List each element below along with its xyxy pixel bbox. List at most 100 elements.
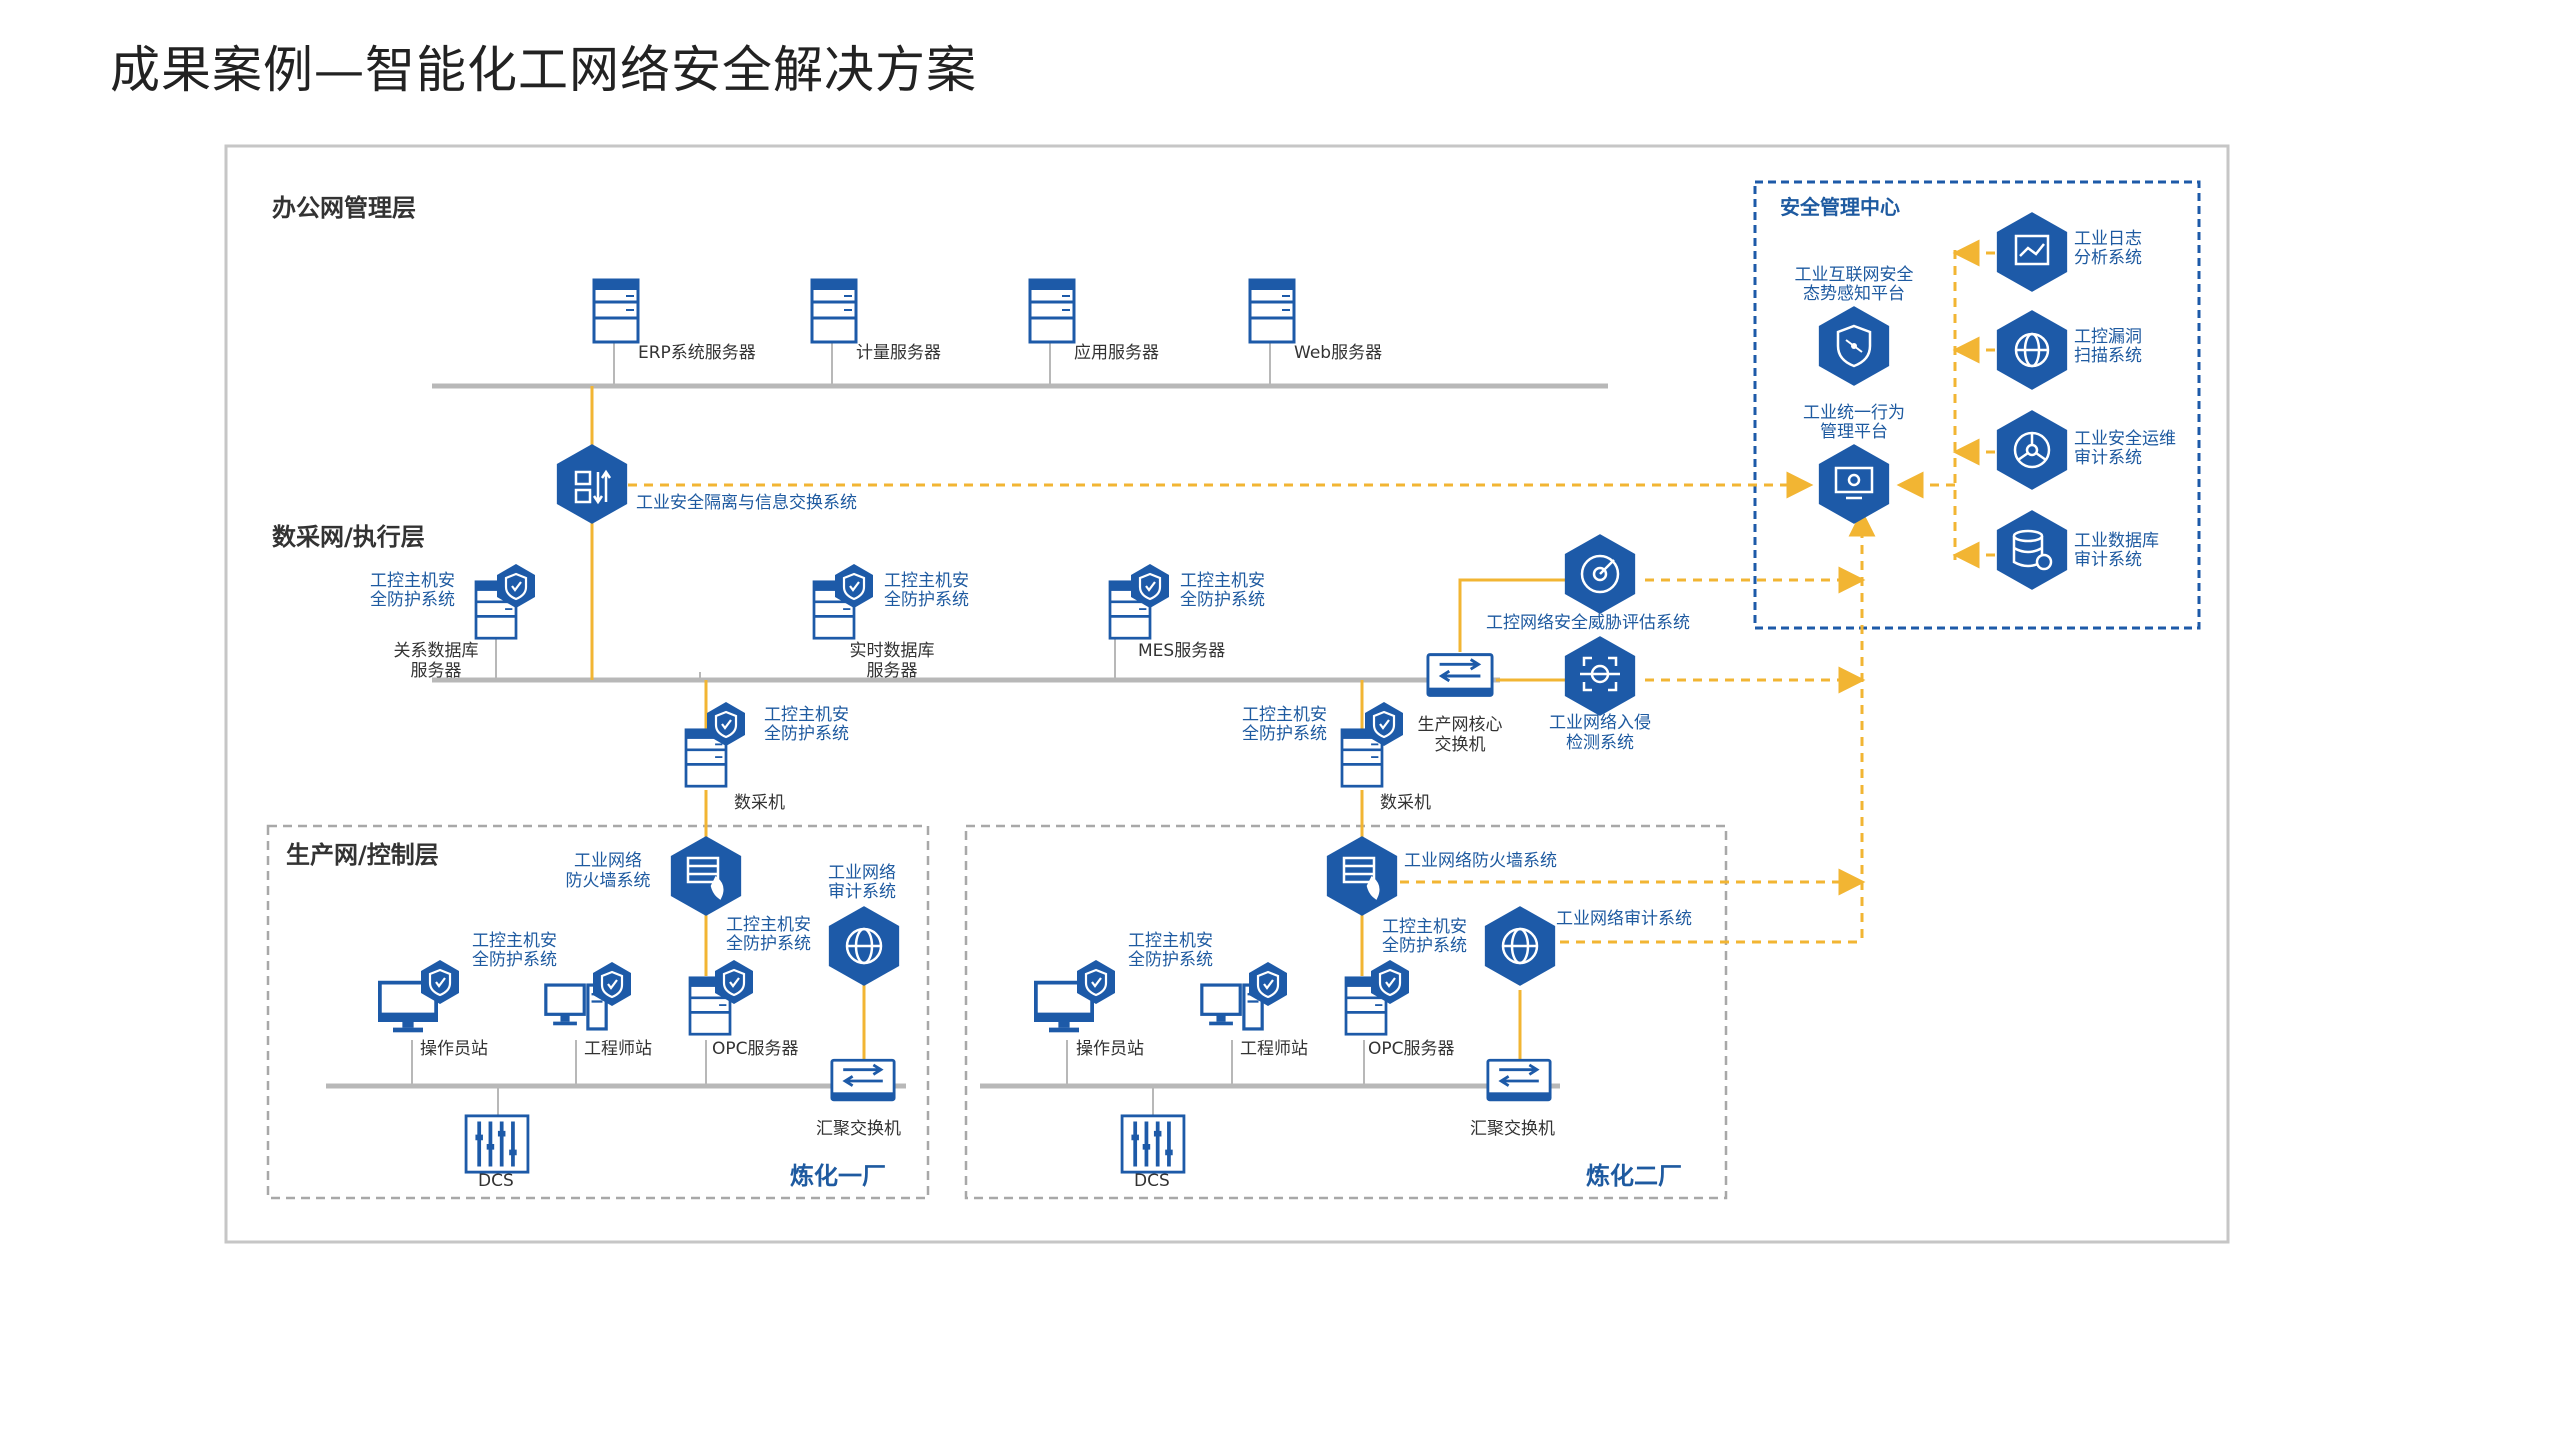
- threat-assessment-label: 工控网络安全威胁评估系统: [1486, 613, 1690, 633]
- plant2-engineer-station: 工程师站: [1200, 960, 1308, 1059]
- shield-scan-icon: [1836, 324, 1872, 368]
- diagram-frame: [224, 144, 2230, 1244]
- security-center-box: [1753, 180, 2201, 630]
- data-collector-2: 工控主机安全防护系统 数采机: [1242, 700, 1431, 813]
- dashed-links: [628, 239, 1995, 944]
- switch-icon: [1486, 1058, 1552, 1102]
- data-collector-1: 工控主机安全防护系统 数采机: [684, 700, 849, 813]
- collect-network: [432, 636, 1500, 683]
- plant1-opc-server: 工控主机安全防护系统 OPC服务器: [688, 915, 811, 1059]
- layer-collect-label: 数采网/执行层: [272, 523, 425, 551]
- meter-server-label: 计量服务器: [856, 343, 941, 363]
- scan-icon: [1580, 656, 1620, 692]
- plant2-box: [964, 824, 1728, 1200]
- data-collector-label: 数采机: [1380, 793, 1431, 813]
- db-audit-label: 工业数据库审计系统: [2074, 531, 2159, 570]
- host-protection-label: 工控主机安全防护系统: [726, 915, 811, 954]
- monitor-gear-icon: [1834, 466, 1874, 500]
- layer-production-label: 生产网/控制层: [286, 841, 439, 869]
- switch-icon: [830, 1058, 896, 1102]
- host-protection-label: 工控主机安全防护系统: [1180, 571, 1265, 610]
- globe-icon: [845, 927, 883, 965]
- plant1-switch: 汇聚交换机: [816, 1058, 901, 1139]
- plant2-operator-station: 工控主机安全防护系统 操作员站: [1034, 931, 1213, 1059]
- plant1-firewall: 工业网络防火墙系统: [566, 836, 742, 916]
- plant1-operator-station: 工控主机安全防护系统 操作员站: [378, 931, 557, 1059]
- threat-assessment: 工控网络安全威胁评估系统: [1486, 534, 1690, 633]
- plant1-network: [326, 1040, 906, 1116]
- plant2-audit-label: 工业网络审计系统: [1556, 909, 1692, 929]
- mes-server-label: MES服务器: [1138, 641, 1225, 661]
- database-icon: [2012, 529, 2053, 571]
- plant2-name: 炼化二厂: [1586, 1162, 1682, 1190]
- plant2-dcs: DCS: [1120, 1114, 1186, 1191]
- plant2-audit: 工业网络审计系统: [1484, 906, 1692, 986]
- opc-label: OPC服务器: [1368, 1039, 1455, 1059]
- plant1-engineer-station: 工程师站: [544, 960, 652, 1059]
- plant1-audit: 工业网络审计系统: [828, 863, 900, 986]
- log-analysis-label: 工业日志分析系统: [2074, 229, 2142, 268]
- plant2-opc-server: 工控主机安全防护系统 OPC服务器: [1344, 917, 1467, 1059]
- data-collector-label: 数采机: [734, 793, 785, 813]
- log-analysis: 工业日志分析系统: [1996, 212, 2142, 292]
- db-audit: 工业数据库审计系统: [1996, 510, 2159, 590]
- erp-server-label: ERP系统服务器: [638, 343, 756, 363]
- app-server: 应用服务器: [1028, 278, 1159, 363]
- vuln-scan-label: 工控漏洞扫描系统: [2074, 327, 2142, 366]
- intrusion-detection-label: 工业网络入侵检测系统: [1549, 713, 1651, 753]
- behavior-management: 工业统一行为管理平台: [1803, 403, 1905, 524]
- plant2-firewall-label: 工业网络防火墙系统: [1404, 851, 1557, 871]
- page-title: 成果案例—智能化工网络安全解决方案: [110, 41, 977, 99]
- host-protection-label: 工控主机安全防护系统: [472, 931, 557, 970]
- security-center-label: 安全管理中心: [1780, 195, 1900, 219]
- realtime-db-server: 工控主机安全防护系统 实时数据库服务器: [812, 562, 969, 681]
- relational-db-server: 工控主机安全防护系统 关系数据库服务器: [370, 562, 537, 681]
- server-icon: [592, 278, 640, 344]
- web-server-label: Web服务器: [1294, 343, 1382, 363]
- host-protection-label: 工控主机安全防护系统: [764, 705, 849, 744]
- meter-server: 计量服务器: [810, 278, 941, 363]
- chart-window-icon: [2014, 234, 2050, 266]
- core-switch-label: 生产网核心交换机: [1418, 715, 1503, 755]
- plant1-dcs: DCS: [464, 1114, 530, 1191]
- server-icon: [810, 278, 858, 344]
- ops-audit: 工业安全运维审计系统: [1996, 410, 2176, 490]
- engineer-label: 工程师站: [584, 1039, 652, 1059]
- engineer-label: 工程师站: [1240, 1039, 1308, 1059]
- host-protection-label: 工控主机安全防护系统: [370, 571, 455, 610]
- operator-label: 操作员站: [420, 1039, 488, 1059]
- host-protection-label: 工控主机安全防护系统: [884, 571, 969, 610]
- server-icon: [1028, 278, 1076, 344]
- hub-icon: [2013, 431, 2051, 469]
- plant1-firewall-label: 工业网络防火墙系统: [566, 851, 651, 891]
- radar-icon: [1580, 554, 1620, 594]
- erp-server: ERP系统服务器: [592, 278, 756, 363]
- core-switch: 生产网核心交换机: [1418, 653, 1503, 755]
- realtime-db-label: 实时数据库服务器: [850, 641, 935, 681]
- vuln-scan: 工控漏洞扫描系统: [1996, 310, 2142, 390]
- plant2-network: [980, 1040, 1560, 1116]
- globe-shield-icon: [2014, 332, 2050, 368]
- solid-links: [590, 386, 1565, 1060]
- app-server-label: 应用服务器: [1074, 343, 1159, 363]
- plant1-dcs-label: DCS: [478, 1171, 514, 1191]
- firewall-icon: [686, 856, 724, 900]
- mes-server: 工控主机安全防护系统 MES服务器: [1108, 562, 1265, 661]
- plant2-switch-label: 汇聚交换机: [1470, 1119, 1555, 1139]
- isolation-gateway: 工业安全隔离与信息交换系统: [556, 444, 857, 524]
- plant1-name: 炼化一厂: [790, 1162, 886, 1190]
- ops-audit-label: 工业安全运维审计系统: [2074, 429, 2176, 468]
- globe-icon: [1501, 927, 1539, 965]
- behavior-label: 工业统一行为管理平台: [1803, 403, 1905, 442]
- dcs-rack-icon: [1120, 1114, 1186, 1174]
- plant2-dcs-label: DCS: [1134, 1171, 1170, 1191]
- host-protection-label: 工控主机安全防护系统: [1242, 705, 1327, 744]
- plant1-switch-label: 汇聚交换机: [816, 1119, 901, 1139]
- host-protection-label: 工控主机安全防护系统: [1382, 917, 1467, 956]
- intrusion-detection: 工业网络入侵检测系统: [1549, 636, 1651, 753]
- situation-awareness: 工业互联网安全态势感知平台: [1795, 265, 1914, 386]
- dcs-rack-icon: [464, 1114, 530, 1174]
- switch-icon: [1426, 653, 1494, 697]
- plant2-switch: 汇聚交换机: [1470, 1058, 1555, 1139]
